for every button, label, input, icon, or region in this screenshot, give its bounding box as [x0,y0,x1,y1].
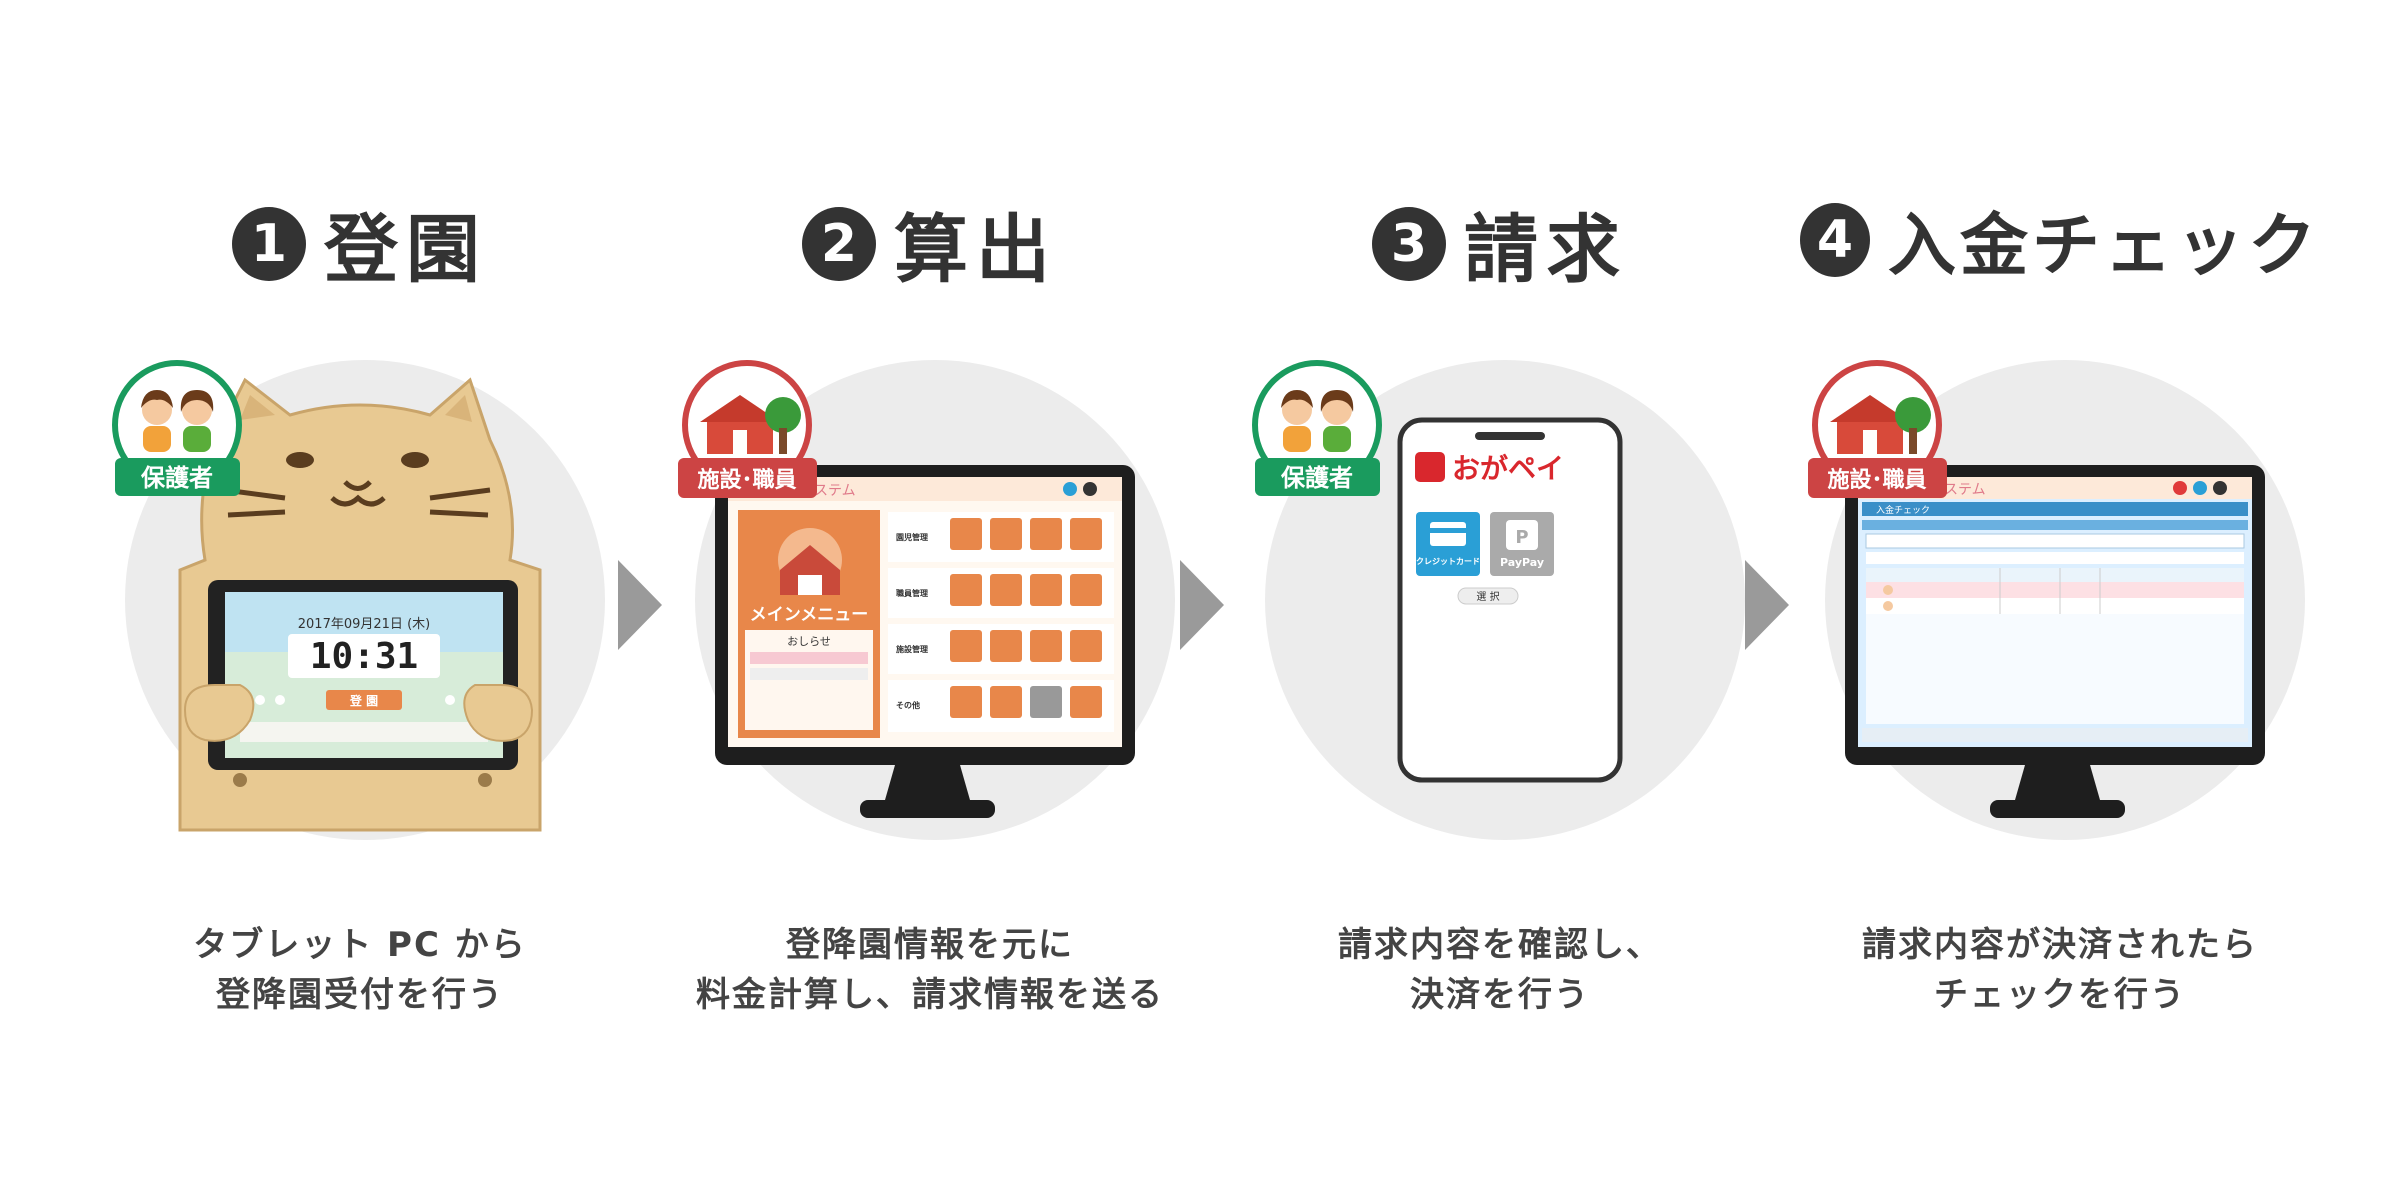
role-label: 保護者 [140,464,213,492]
flow-arrow [618,560,662,650]
notice-title: おしらせ [787,635,831,648]
main-menu-title: メインメニュー [750,605,869,625]
step-number-badge: 2 [802,206,876,281]
step-title-label: 入金チェック [1887,207,2320,286]
step-title-label: 登園 [324,207,488,293]
caption-line: チェックを行う [1934,975,2186,1015]
step-title: 2 算出 [670,190,1190,297]
staff-badge: 施設･職員 [678,360,817,498]
step-title-label: 請求 [1464,207,1628,293]
select-button[interactable] [1457,587,1519,605]
guardian-badge: 保護者 [112,360,242,496]
tablet-date: 2017年09月21日 (木) [298,617,430,632]
step-title: 3 請求 [1240,190,1760,297]
screen-page-title: 入金チェック [1876,504,1930,516]
flow-arrow [1180,560,1224,650]
caption-line: 登降園受付を行う [216,975,504,1015]
tablet-checkin-label: 登 園 [349,693,378,708]
flow-arrow [1745,560,1789,650]
svg-text:P: P [1515,527,1528,548]
role-label: 保護者 [1280,464,1353,492]
section-label: その他 [896,700,920,710]
step-number-badge: 4 [1800,202,1870,277]
tablet-clock: 10:31 [310,636,418,677]
step-caption: 請求内容を確認し、 決済を行う [1240,920,1760,1020]
section-label: 施設管理 [896,644,928,654]
step-title: 1 登園 [100,190,620,297]
step-1: 1 登園 2017年09月21日 (木) 10:31 登 園 [100,0,620,1200]
caption-line: タブレット PC から [193,925,527,965]
smartphone-payment-illustration: おがペイ クレジットカード P PayPay 選 択 [1397,417,1623,783]
step-number-badge: 1 [232,206,306,281]
tablet-checkin-button[interactable] [326,690,402,710]
staff-badge: 施設･職員 [1808,360,1947,498]
step-title-label: 算出 [894,207,1058,293]
step-caption: 請求内容が決済されたら チェックを行う [1800,920,2320,1020]
monitor-main-menu-illustration: システム メインメニュー おしらせ 園児管理 職員管理 施設管理 その他 [715,465,1135,818]
paypay-label: PayPay [1500,556,1544,569]
step-title: 4 入金チェック [1800,190,2320,289]
step-3: 3 請求 おがペイ クレジットカード P PayPay 選 択 保護者 請求内容… [1240,0,1760,1200]
select-button-label: 選 択 [1476,590,1499,603]
caption-line: 請求内容を確認し、 [1338,925,1662,965]
step-number-badge: 3 [1372,206,1446,281]
guardian-badge: 保護者 [1252,360,1382,496]
caption-line: 登降園情報を元に [786,925,1074,965]
cat-tablet-stand-illustration: 2017年09月21日 (木) 10:31 登 園 [178,377,542,832]
step-2: 2 算出 システム メインメニュー おしらせ 園児管理 職員管理 施設管理 その… [670,0,1190,1200]
role-label: 施設･職員 [697,467,796,493]
caption-line: 請求内容が決済されたら [1862,925,2258,965]
section-label: 職員管理 [896,588,928,598]
role-label: 施設･職員 [1827,467,1926,493]
monitor-payment-check-illustration: システム 入金チェック [1845,465,2265,818]
caption-line: 決済を行う [1410,975,1590,1015]
section-label: 園児管理 [896,532,928,542]
step-caption: タブレット PC から 登降園受付を行う [100,920,620,1020]
credit-card-label: クレジットカード [1416,556,1480,566]
payment-app-name: おがペイ [1452,452,1564,485]
step-4: 4 入金チェック システム 入金チェック 施設･職員 請求 [1800,0,2320,1200]
caption-line: 料金計算し、請求情報を送る [696,975,1164,1015]
step-caption: 登降園情報を元に 料金計算し、請求情報を送る [670,920,1190,1020]
menu-icon-grid [950,518,1102,718]
